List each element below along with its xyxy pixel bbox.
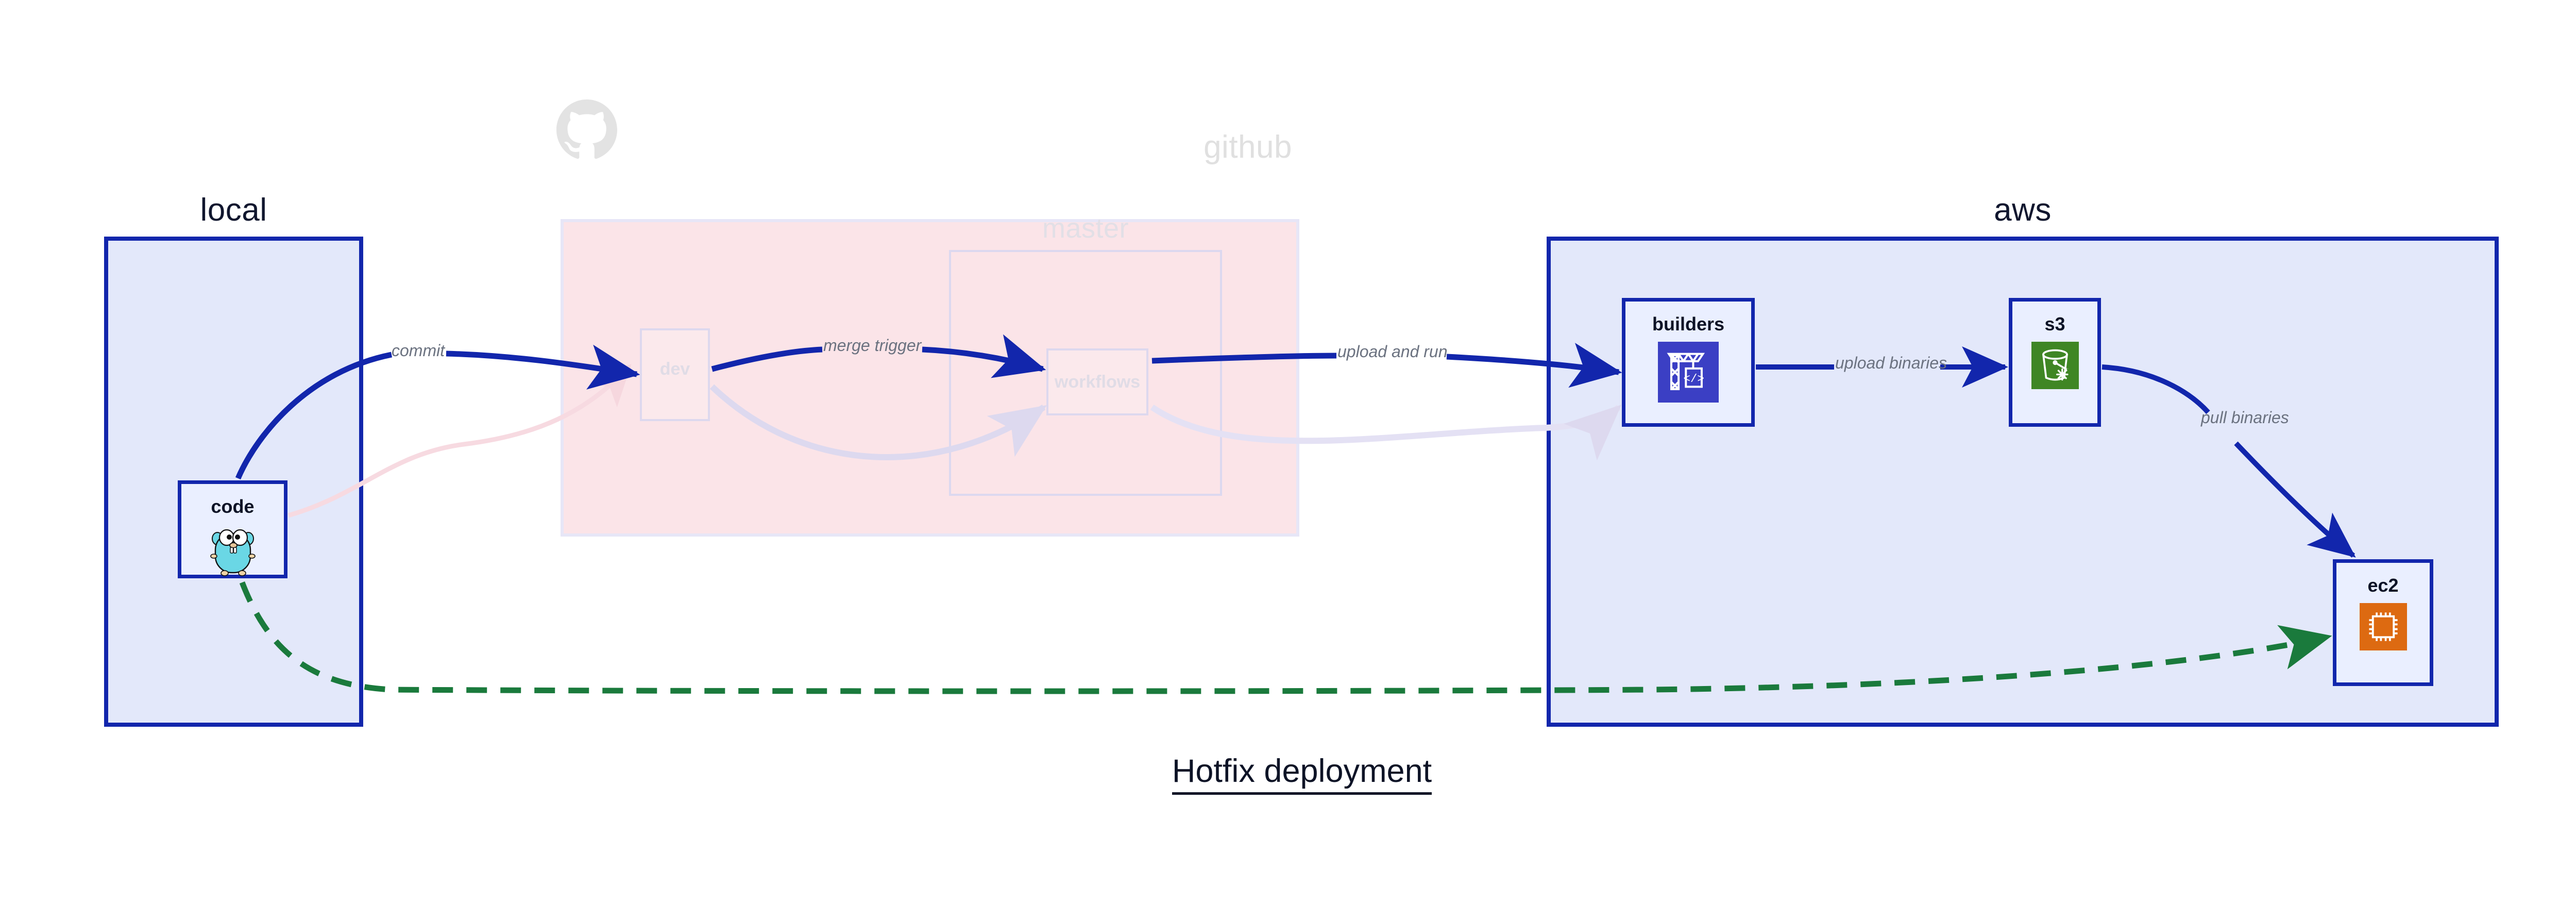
aws-codebuild-icon: </> bbox=[1658, 342, 1719, 403]
group-master bbox=[949, 250, 1222, 496]
node-s3[interactable]: s3 bbox=[2009, 298, 2101, 427]
node-builders[interactable]: builders </> bbox=[1622, 298, 1755, 427]
node-ec2[interactable]: ec2 bbox=[2333, 559, 2433, 686]
edge-label-upload-and-run: upload and run bbox=[1337, 342, 1448, 361]
github-octocat-icon bbox=[556, 99, 617, 159]
node-code-label: code bbox=[211, 496, 255, 517]
svg-text:</>: </> bbox=[1683, 372, 1704, 386]
edge-label-merge-trigger: merge trigger bbox=[823, 336, 922, 355]
node-workflows[interactable]: workflows bbox=[1046, 348, 1148, 415]
node-builders-label: builders bbox=[1652, 313, 1725, 335]
edge-label-commit: commit bbox=[392, 341, 445, 360]
node-s3-label: s3 bbox=[2044, 313, 2065, 335]
group-github bbox=[561, 219, 1299, 537]
node-code[interactable]: code bbox=[178, 480, 287, 578]
edge-hotfix-direct bbox=[239, 581, 2332, 694]
edge-label-pull-binaries: pull binaries bbox=[2201, 408, 2289, 427]
group-github-label: github bbox=[1204, 129, 1292, 165]
aws-s3-glacier-icon bbox=[2031, 342, 2079, 389]
edge-faded-wfl-bld bbox=[1150, 405, 1622, 461]
edge-commit bbox=[235, 352, 393, 480]
edge-merge-trigger-a bbox=[711, 346, 823, 372]
edge-merge-trigger-b bbox=[922, 334, 1046, 378]
group-aws-label: aws bbox=[1994, 192, 2052, 228]
edge-pull-binaries-a bbox=[2102, 364, 2210, 414]
edge-upload-and-run-b bbox=[1446, 343, 1622, 388]
edge-pull-binaries-b bbox=[2234, 441, 2356, 558]
group-local-label: local bbox=[200, 192, 267, 228]
node-dev[interactable]: dev bbox=[640, 328, 710, 421]
page-title-text: Hotfix deployment bbox=[1172, 753, 1432, 795]
node-dev-label: dev bbox=[659, 359, 690, 379]
group-master-label: master bbox=[1042, 213, 1129, 244]
edge-label-upload-binaries: upload binaries bbox=[1835, 354, 1947, 372]
edge-faded-dev-wfl bbox=[709, 384, 1047, 460]
edge-upload-and-run-a bbox=[1151, 353, 1337, 364]
aws-ec2-chip-icon bbox=[2359, 603, 2407, 650]
go-gopher-icon bbox=[209, 521, 257, 577]
page-title: Hotfix deployment bbox=[0, 753, 2576, 795]
edge-commit-b bbox=[446, 344, 640, 390]
node-ec2-label: ec2 bbox=[2367, 575, 2399, 596]
node-workflows-label: workflows bbox=[1054, 372, 1141, 392]
edge-faded-code-dev bbox=[287, 364, 632, 518]
